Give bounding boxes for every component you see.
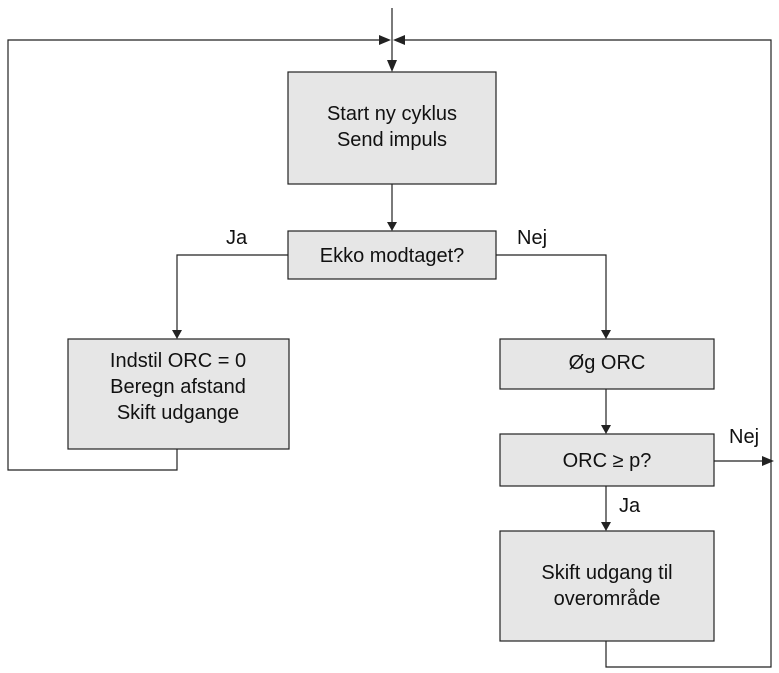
increase-orc-box <box>499 338 715 390</box>
echo-no-line <box>496 254 607 330</box>
start-cycle-line-2: Send impuls <box>337 129 447 151</box>
arrowhead-to-compare <box>601 425 611 434</box>
reset-orc-line-3: Skift udgange <box>117 402 239 424</box>
arrowhead-to-reset <box>172 330 182 339</box>
arrowhead-entry <box>387 60 397 72</box>
orc-compare-box <box>499 433 715 487</box>
compare-no-label: Nej <box>729 426 759 448</box>
orc-compare-label: ORC ≥ p? <box>563 450 652 472</box>
loop-back-right <box>405 39 772 668</box>
start-cycle-box <box>287 71 497 185</box>
echo-yes-label: Ja <box>226 227 248 249</box>
overrange-box <box>499 530 715 642</box>
reset-orc-line-1: Indstil ORC = 0 <box>110 350 246 372</box>
arrowhead-compare-no <box>762 456 774 466</box>
arrowhead-to-increase <box>601 330 611 339</box>
arrowhead-left-join <box>379 35 391 45</box>
arrowhead-to-overrange <box>601 522 611 531</box>
echo-received-label: Ekko modtaget? <box>320 245 465 267</box>
reset-orc-line-2: Beregn afstand <box>110 376 246 398</box>
increase-orc-label: Øg ORC <box>569 352 646 374</box>
start-cycle-line-1: Start ny cyklus <box>327 103 457 125</box>
loop-back-left <box>7 39 379 471</box>
arrowhead-right-join <box>393 35 405 45</box>
reset-orc-box <box>67 338 290 450</box>
arrowhead-to-echo <box>387 222 397 231</box>
echo-received-box <box>287 230 497 280</box>
overrange-line-2: overområde <box>554 588 661 610</box>
compare-yes-label: Ja <box>619 495 641 517</box>
echo-no-label: Nej <box>517 227 547 249</box>
echo-yes-line <box>176 254 288 330</box>
overrange-line-1: Skift udgang til <box>541 562 672 584</box>
